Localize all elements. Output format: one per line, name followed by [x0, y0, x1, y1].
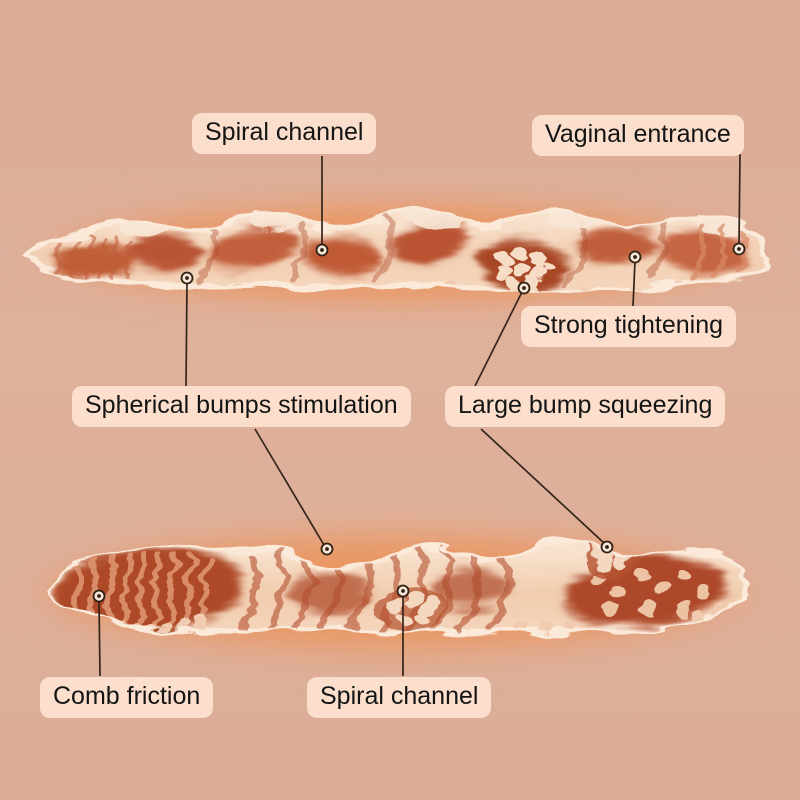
upper-strip-glow	[2, 188, 798, 316]
polka-dots	[593, 567, 707, 615]
large-bump-cluster-bottom	[376, 543, 639, 634]
marker-dot-icon	[732, 242, 746, 256]
callout-large-bump-down	[480, 428, 614, 554]
marker-dot-icon	[92, 589, 106, 603]
label-strong-tightening: Strong tightening	[521, 306, 737, 347]
callout-vaginal-entrance	[732, 153, 746, 256]
marker-dot-icon	[628, 250, 642, 264]
lower-sleeve-cross-section-illustration	[0, 514, 800, 670]
callout-spiral-channel-bottom	[396, 584, 410, 676]
comb-ridges	[71, 551, 211, 633]
spiral-stripes	[234, 546, 512, 635]
large-bump-cluster-top	[495, 244, 554, 292]
label-spiral-channel-bottom: Spiral channel	[307, 677, 492, 718]
label-spherical-bumps-stimulation: Spherical bumps stimulation	[72, 386, 411, 427]
upper-strip-body	[24, 207, 771, 294]
marker-dot-icon	[600, 540, 614, 554]
marker-dot-icon	[320, 542, 334, 556]
callout-spherical-bumps-up	[180, 271, 194, 387]
marker-dot-icon	[396, 584, 410, 598]
marker-dot-icon	[180, 271, 194, 285]
marker-dot-icon	[517, 281, 531, 295]
label-vaginal-entrance: Vaginal entrance	[532, 115, 744, 156]
label-spiral-channel-top: Spiral channel	[192, 113, 377, 154]
lower-strip-glow	[0, 514, 800, 670]
lower-strip-body	[49, 541, 749, 638]
callout-spiral-channel-top	[315, 156, 329, 257]
marker-dot-icon	[315, 243, 329, 257]
callout-comb-friction	[92, 589, 106, 677]
label-large-bump-squeezing: Large bump squeezing	[445, 386, 726, 427]
callout-strong-tightening	[628, 250, 642, 307]
callout-spherical-bumps-down	[254, 428, 334, 556]
label-comb-friction: Comb friction	[40, 677, 214, 718]
